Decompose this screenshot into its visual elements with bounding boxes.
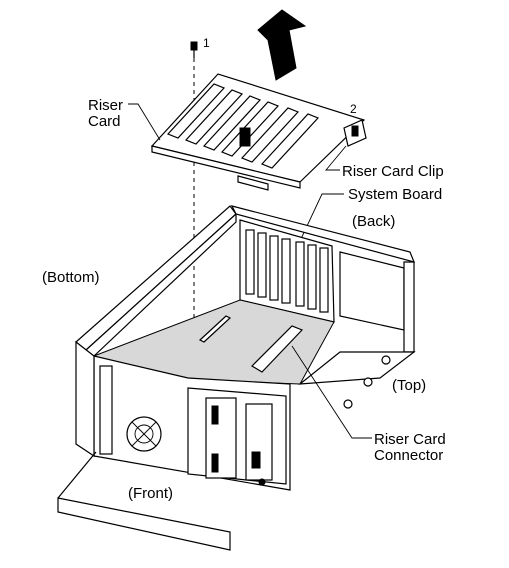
riser-card-connector-label-line2: Connector [374,447,443,464]
riser-card [150,73,366,191]
riser-card-connector-leader [291,345,372,439]
step-1-label: 1 [203,36,210,50]
riser-card-connector-label-line1: Riser Card [374,431,446,448]
front-label: (Front) [128,485,173,502]
step-2-label: 2 [350,102,357,116]
riser-card-leader [128,103,161,141]
riser-card-label-line1: Riser [88,97,123,114]
riser-card-label-line2: Card [88,113,121,130]
top-label: (Top) [392,377,426,394]
riser-card-clip [343,119,367,147]
riser-card-clip-leader [325,145,347,171]
riser-card-clip-label: Riser Card Clip [342,163,444,180]
lift-arrow [257,9,307,81]
work-surface [57,497,231,551]
computer-chassis [75,205,416,491]
screw [190,41,198,345]
back-label: (Back) [352,213,395,230]
bottom-label: (Bottom) [42,269,100,286]
work-surface-edge [57,451,97,499]
system-board-label: System Board [348,186,442,203]
step-3-label: 3 [286,52,293,66]
